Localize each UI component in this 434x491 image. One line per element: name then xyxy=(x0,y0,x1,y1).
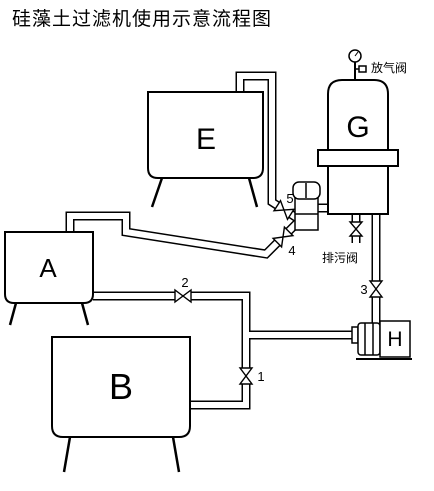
pipes-bore xyxy=(67,73,379,408)
tank-e-body xyxy=(147,91,264,179)
tank-a-leg-left xyxy=(8,302,18,326)
tank-b-leg-left xyxy=(62,436,72,473)
pipe-a-to-b-bore xyxy=(93,293,249,408)
filter-g-flange xyxy=(317,149,399,167)
valve-4-symbol xyxy=(271,225,295,249)
valve-3-label: 3 xyxy=(360,282,367,297)
filter-g-body xyxy=(327,79,389,215)
valve-2 xyxy=(174,288,192,304)
tank-b-body xyxy=(51,336,191,438)
valve-5-actuator xyxy=(292,181,321,231)
valve-4 xyxy=(271,225,295,249)
valve-1 xyxy=(238,367,254,385)
valve-1-label: 1 xyxy=(257,369,264,384)
tank-e-leg-right xyxy=(247,177,259,208)
tank-b-leg-right xyxy=(171,436,181,473)
pump-motor xyxy=(379,320,411,358)
tank-b: B xyxy=(51,336,191,473)
tank-b-label: B xyxy=(109,366,133,407)
tank-a: A xyxy=(4,231,94,326)
filter-g-label: G xyxy=(346,111,369,144)
drain-valve-label: 排污阀 xyxy=(322,251,358,265)
valve-3-symbol xyxy=(368,280,384,298)
drain-valve xyxy=(348,221,364,237)
pipe-a-to-valve-4 xyxy=(65,211,304,259)
pipe-a-to-valve-4-bore xyxy=(67,213,303,258)
drain-valve-symbol xyxy=(348,221,364,237)
pump-h-label: H xyxy=(387,328,402,351)
tank-a-label: A xyxy=(39,253,57,283)
pump-inlet-flange xyxy=(351,326,359,344)
gauge-needle xyxy=(354,51,359,57)
pump-h: H xyxy=(351,320,412,360)
valve-1-symbol xyxy=(238,367,254,385)
pump-head xyxy=(357,322,381,356)
tank-a-body xyxy=(4,231,94,304)
vent-valve-label: 放气阀 xyxy=(371,60,407,75)
tank-e-label: E xyxy=(196,123,216,156)
tank-a-leg-right xyxy=(80,302,90,326)
valve-5-symbol xyxy=(272,199,296,221)
valve-4-label: 4 xyxy=(288,243,295,258)
tank-e-leg-left xyxy=(150,177,164,208)
tank-e: E xyxy=(147,91,264,208)
vent-valve-icon xyxy=(358,65,367,73)
diagram-title: 硅藻土过滤机使用示意流程图 xyxy=(12,8,272,30)
valve-3 xyxy=(368,280,384,298)
filter-g: G 放气阀 排污阀 xyxy=(317,49,407,265)
valve-2-symbol xyxy=(174,288,192,304)
valve-5-label: 5 xyxy=(286,191,293,206)
valve-5 xyxy=(272,199,296,221)
valve-2-label: 2 xyxy=(181,275,188,290)
